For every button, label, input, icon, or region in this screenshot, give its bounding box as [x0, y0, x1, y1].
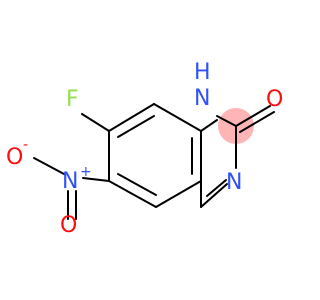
- ring-nitrogen-label: N: [226, 170, 242, 195]
- nitro-plus-charge: +: [80, 164, 92, 180]
- hydrogen-label: H: [194, 60, 211, 85]
- bond-c8a-n1: [200, 119, 218, 132]
- bond-nitro-n-o-left: [33, 157, 65, 175]
- nitro-minus-charge: -: [23, 137, 28, 153]
- bond-c6-n-nitro: [82, 177, 110, 182]
- fluorine-label: F: [66, 87, 79, 112]
- bond-n1-c2: [216, 115, 237, 127]
- nitro-oxygen-left-label: O: [6, 145, 23, 170]
- bond-n3-c4: [200, 183, 228, 208]
- double-bond-c4-n3-inner: [206, 179, 227, 197]
- double-bond-c7-c8-inner: [117, 115, 155, 138]
- bond-c7-c8: [108, 103, 155, 132]
- carbonyl-bond-a: [235, 105, 271, 127]
- nitro-oxygen-bottom-label: O: [60, 213, 77, 238]
- amide-nitrogen-label: N: [194, 86, 210, 111]
- bond-c8-c8a: [153, 103, 202, 132]
- nitro-nitrogen-label: N: [62, 169, 78, 194]
- structure-diagram: F H N O N N + O - O: [6, 60, 283, 238]
- bond-c4a-c5: [155, 180, 202, 208]
- double-bond-c5-c6-inner: [117, 173, 157, 196]
- molecule-canvas: F H N O N N + O - O: [6, 60, 284, 238]
- bond-c5-c6: [108, 180, 157, 208]
- bond-c7-f: [81, 113, 110, 132]
- carbonyl-oxygen-label: O: [266, 87, 283, 112]
- carbonyl-bond-b: [239, 111, 275, 133]
